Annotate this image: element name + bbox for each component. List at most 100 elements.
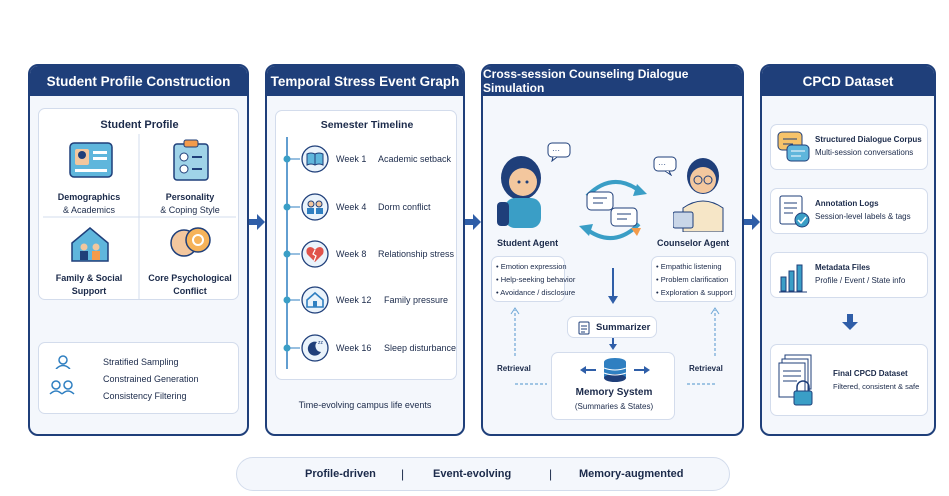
family-house-icon <box>69 225 111 268</box>
card-conflict-title: Core Psychological <box>148 273 232 283</box>
card-personality-title: Personality <box>165 192 215 202</box>
moon-sleep-icon: zz <box>301 334 329 367</box>
footer-item-profile: Profile-driven <box>305 468 376 480</box>
dorm-conflict-icon <box>301 193 329 226</box>
event-week: Week 1 <box>336 154 367 164</box>
final-dataset-box: Final CPCD Dataset Filtered, consistent … <box>770 344 928 416</box>
svg-text:···: ··· <box>552 146 560 155</box>
dataset-item-sub: Session-level labels & tags <box>815 212 911 221</box>
footer-item-memory: Memory-augmented <box>579 468 684 480</box>
dataset-item-sub: Profile / Event / State info <box>815 276 906 285</box>
student-profile-heading: Student Profile <box>100 119 179 131</box>
counselor-agent-icon <box>672 146 735 237</box>
footer-separator: | <box>549 467 553 481</box>
panel-title: Student Profile Construction <box>30 66 247 96</box>
card-demographics-title: Demographics <box>57 192 121 202</box>
home-icon <box>301 286 329 319</box>
panel-title: Cross-session Counseling Dialogue Simula… <box>483 66 742 96</box>
final-dataset-sub: Filtered, consistent & safe <box>833 382 920 391</box>
database-icon <box>602 357 628 388</box>
event-label: Academic setback <box>378 154 452 164</box>
retrieval-left-label: Retrieval <box>497 364 531 373</box>
svg-text:zz: zz <box>318 340 324 346</box>
card-family-sub: Support <box>71 286 107 296</box>
summarizer-label: Summarizer <box>596 322 651 333</box>
card-family-title: Family & Social <box>55 273 123 283</box>
method-consistency: Consistency Filtering <box>103 391 187 401</box>
chat-bubbles-icon <box>777 131 811 170</box>
timeline-axis <box>283 137 300 369</box>
dataset-item-title: Annotation Logs <box>815 199 879 208</box>
memory-system-title: Memory System <box>575 387 653 398</box>
event-week: Week 12 <box>336 295 372 305</box>
student-behavior: • Emotion expression <box>496 262 567 271</box>
student-profile-box: Student Profile Demographics & Academics… <box>38 108 239 300</box>
footer-separator: | <box>401 467 405 481</box>
method-constrained: Constrained Generation <box>103 374 199 384</box>
panel-stress-event-graph: Temporal Stress Event Graph Semester Tim… <box>265 64 465 436</box>
retrieval-right-label: Retrieval <box>689 364 723 373</box>
panel-dialogue-simulation: Cross-session Counseling Dialogue Simula… <box>481 64 744 436</box>
dialogue-exchange-icon <box>567 166 659 257</box>
double-arrow-icon <box>580 366 650 374</box>
event-label: Sleep disturbance <box>384 343 457 353</box>
dataset-item-sub: Multi-session conversations <box>815 148 914 157</box>
method-stratified: Stratified Sampling <box>103 357 179 367</box>
counselor-behavior: • Problem clarification <box>656 275 729 284</box>
document-icon <box>578 321 590 340</box>
dataset-item-title: Structured Dialogue Corpus <box>815 135 922 144</box>
event-week: Week 4 <box>336 202 367 212</box>
panel-student-profile: Student Profile Construction Student Pro… <box>28 64 249 436</box>
speech-bubble-icon: ··· <box>547 142 571 167</box>
semester-timeline-box: Semester Timeline zz Week 1 Academic set… <box>275 110 457 380</box>
final-dataset-title: Final CPCD Dataset <box>833 369 908 378</box>
panel-title: Temporal Stress Event Graph <box>267 66 463 96</box>
document-stack-lock-icon <box>777 353 817 414</box>
dataset-item-box: Metadata Files Profile / Event / State i… <box>770 252 928 298</box>
panel-cpcd-dataset: CPCD Dataset Structured Dialogue Corpus … <box>760 64 936 436</box>
event-label: Relationship stress <box>378 249 455 259</box>
counselor-behaviors-box: • Empathic listening • Problem clarifica… <box>651 256 736 302</box>
counselor-behavior: • Exploration & support <box>656 288 733 297</box>
arrow-right-icon <box>465 214 481 230</box>
footer-pill: Profile-driven | Event-evolving | Memory… <box>236 457 730 491</box>
timeline-footer: Time-evolving campus life events <box>298 400 432 410</box>
counselor-behavior: • Empathic listening <box>656 262 722 271</box>
card-dividers <box>43 134 236 299</box>
summarizer-box: Summarizer <box>567 316 657 338</box>
svg-text:···: ··· <box>658 160 666 169</box>
panel-title: CPCD Dataset <box>762 66 934 96</box>
dataset-item-box: Annotation Logs Session-level labels & t… <box>770 188 928 234</box>
speech-bubble-icon: ··· <box>653 156 677 181</box>
dataset-item-title: Metadata Files <box>815 263 871 272</box>
document-check-icon <box>777 195 811 234</box>
sampling-methods-box: Stratified Sampling Constrained Generati… <box>38 342 239 414</box>
student-behavior: • Help-seeking behavior <box>496 275 576 284</box>
card-personality-sub: & Coping Style <box>160 205 220 215</box>
bar-chart-icon <box>779 261 809 298</box>
counselor-agent-label: Counselor Agent <box>657 238 730 248</box>
student-behavior: • Avoidance / disclosure <box>496 288 576 297</box>
personality-clipboard-icon <box>171 139 211 186</box>
timeline-heading: Semester Timeline <box>320 119 414 131</box>
users-icon <box>49 379 75 400</box>
broken-heart-icon <box>301 240 329 273</box>
profile-card-icon <box>69 141 113 184</box>
student-agent-label: Student Agent <box>497 238 559 248</box>
arrow-right-icon <box>249 214 265 230</box>
event-label: Family pressure <box>384 295 449 305</box>
book-icon <box>301 145 329 178</box>
event-label: Dorm conflict <box>378 202 431 212</box>
user-icon <box>53 355 73 374</box>
psychological-conflict-icon <box>169 223 213 268</box>
arrow-down-icon <box>842 314 858 330</box>
card-conflict-sub: Conflict <box>173 286 207 296</box>
memory-system-sub: (Summaries & States) <box>574 402 654 411</box>
event-week: Week 8 <box>336 249 367 259</box>
footer-item-event: Event-evolving <box>433 468 512 480</box>
student-behaviors-box: • Emotion expression • Help-seeking beha… <box>491 256 575 302</box>
dataset-item-box: Structured Dialogue Corpus Multi-session… <box>770 124 928 170</box>
arrow-right-icon <box>744 214 760 230</box>
card-demographics-sub: & Academics <box>62 205 116 215</box>
student-agent-icon <box>493 144 557 235</box>
